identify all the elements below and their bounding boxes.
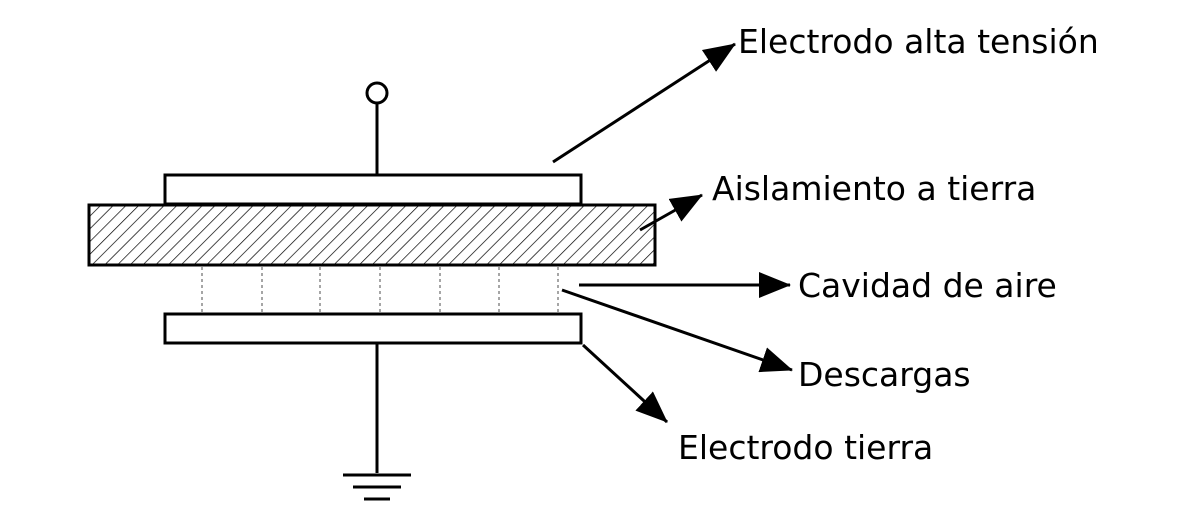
ground-insulation [87, 203, 657, 267]
label-high-voltage-electrode: Electrodo alta tensión [738, 22, 1099, 61]
arrow-ground-electrode [581, 343, 669, 424]
ground-electrode [163, 312, 583, 345]
air-cavity [201, 267, 559, 314]
terminal-circle [365, 81, 389, 105]
label-discharges: Descargas [798, 355, 971, 394]
high-voltage-electrode [163, 173, 583, 206]
arrow-discharges [561, 288, 793, 373]
label-air-cavity: Cavidad de aire [798, 266, 1057, 305]
label-ground-insulation: Aislamiento a tierra [712, 169, 1036, 208]
arrow-ground-insulation [639, 193, 703, 232]
ground-symbol-icon [343, 473, 411, 501]
label-ground-electrode: Electrodo tierra [678, 428, 933, 467]
arrow-high-voltage-electrode [552, 42, 736, 164]
